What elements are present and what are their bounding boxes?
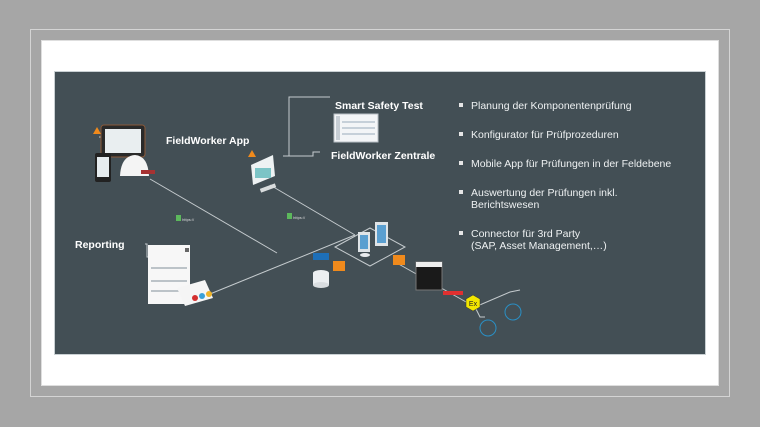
feature-item: Konfigurator für Prüfprozeduren <box>459 129 619 141</box>
feature-item: Connector für 3rd Party(SAP, Asset Manag… <box>459 228 607 252</box>
firewall-icon-gateway <box>393 255 405 265</box>
firewall-icon-zentrale <box>248 150 256 157</box>
label-fieldworker-zentrale: FieldWorker Zentrale <box>331 150 436 162</box>
monitor-icon <box>251 155 277 193</box>
tablet-icon <box>100 124 146 158</box>
lock-icon <box>176 215 181 221</box>
gateway-device-icon <box>415 261 443 291</box>
feature-item: Planung der Komponentenprüfung <box>459 100 632 112</box>
https-lock-2: https:// <box>287 213 305 220</box>
report-document-icon <box>148 245 213 306</box>
helmet-icon <box>120 155 155 176</box>
sensor-icon-2 <box>479 319 497 337</box>
feature-item: Mobile App für Prüfungen in der Feldeben… <box>459 158 671 170</box>
brand-mark <box>443 291 463 295</box>
ex-badge-icon: Ex <box>465 294 481 312</box>
lock-icon <box>287 213 292 219</box>
firewall-icon-app <box>93 127 101 134</box>
label-fieldworker-app: FieldWorker App <box>166 135 250 147</box>
feature-item: Auswertung der Prüfungen inkl.Berichtswe… <box>459 187 618 211</box>
phone-icon <box>95 153 111 182</box>
label-reporting: Reporting <box>75 239 125 251</box>
label-smart-safety-test: Smart Safety Test <box>335 100 423 112</box>
smart-safety-test-screenshot <box>333 113 379 143</box>
sap-database-icon <box>313 253 329 288</box>
firewall-icon-sap <box>333 261 345 271</box>
outer-frame <box>30 29 730 397</box>
server-cluster-icon <box>333 222 407 267</box>
architecture-slide: Ex https:// https:// FieldWorker App Sma… <box>54 71 706 355</box>
https-lock-1: https:// <box>176 215 194 222</box>
sensor-icon-1 <box>504 303 522 321</box>
svg-text:Ex: Ex <box>469 301 478 308</box>
diagram-canvas: Ex <box>93 96 522 337</box>
